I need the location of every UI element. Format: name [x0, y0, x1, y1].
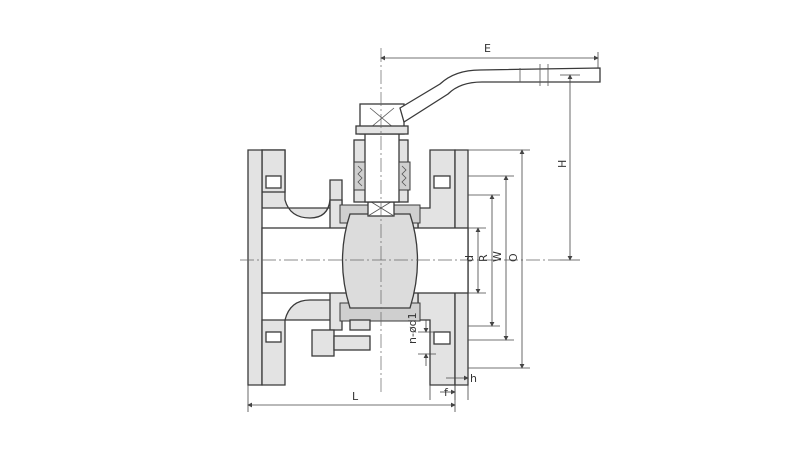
label-d: d: [463, 255, 476, 262]
label-R: R: [477, 254, 490, 262]
dim-L: [247, 385, 456, 412]
dim-bolt-hole: [418, 320, 436, 366]
label-f: f: [444, 386, 449, 399]
label-h: h: [470, 372, 477, 385]
label-W: W: [491, 251, 504, 262]
label-H: H: [556, 160, 569, 168]
dim-H: [560, 74, 580, 261]
dim-R: [468, 194, 500, 327]
label-O: O: [507, 253, 520, 262]
label-bolt-hole: n-ød1: [406, 312, 419, 344]
dim-d: [468, 227, 486, 294]
ball: [341, 199, 419, 309]
dim-O: [468, 149, 530, 369]
lever-handle: [399, 64, 601, 124]
stem-assembly: [353, 103, 411, 203]
bolt-nut: [311, 319, 371, 357]
label-E: E: [484, 42, 491, 55]
dim-E: [380, 52, 599, 68]
label-L: L: [352, 390, 359, 403]
dim-W: [468, 175, 514, 341]
